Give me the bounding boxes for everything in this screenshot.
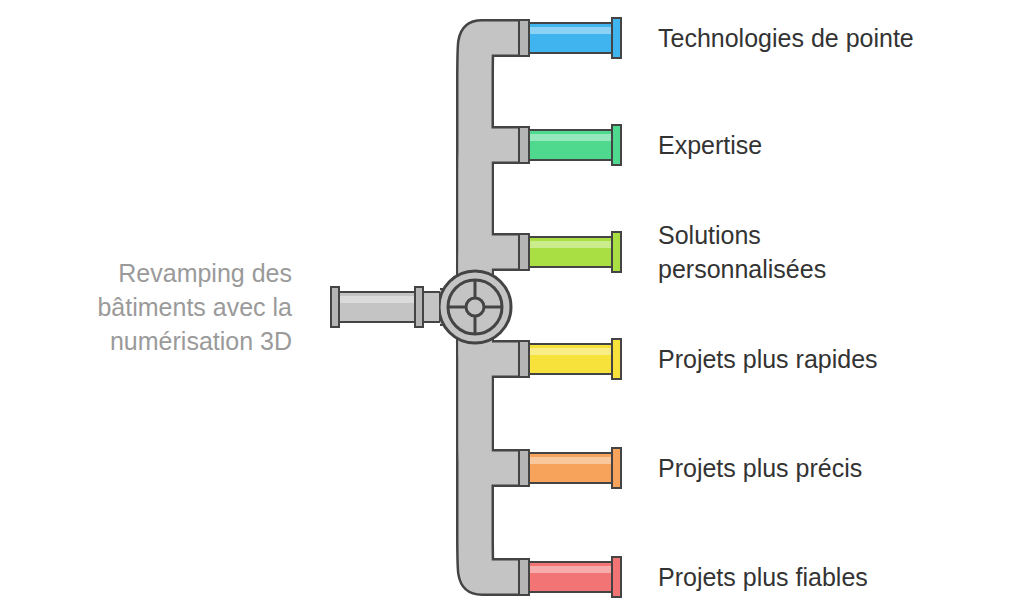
pipe-connector xyxy=(440,38,518,307)
pipe-shape xyxy=(518,556,622,598)
outlet-label: Solutions personnalisées xyxy=(658,218,888,286)
pipe-flange xyxy=(519,127,529,163)
pipe-flange xyxy=(519,234,529,270)
pipe-outline xyxy=(440,38,518,307)
outlet-pipe: Expertise xyxy=(518,124,622,166)
pipe-body xyxy=(339,292,415,322)
pipe-shape xyxy=(518,124,622,166)
pipe-body xyxy=(423,292,440,322)
outlet-pipe: Solutions personnalisées xyxy=(518,231,622,273)
outlet-label: Technologies de pointe xyxy=(658,21,914,55)
pipe-flange xyxy=(519,559,529,595)
pipe-shape xyxy=(518,231,622,273)
valve-ring xyxy=(448,280,502,334)
pipe-highlight xyxy=(530,241,612,248)
pipe-body xyxy=(529,23,613,53)
pipe-highlight xyxy=(530,457,612,464)
outlet-pipe: Projets plus fiables xyxy=(518,556,622,598)
outlet-label: Projets plus rapides xyxy=(658,342,878,376)
pipe-connector xyxy=(440,307,518,577)
valve-hub xyxy=(466,298,484,316)
outlet-pipe: Projets plus précis xyxy=(518,447,622,489)
pipe-body xyxy=(529,562,613,592)
pipe-highlight xyxy=(530,566,612,573)
pipe-highlight xyxy=(530,27,612,34)
pipe-end-flange xyxy=(612,18,621,58)
pipe-outline xyxy=(440,307,518,577)
pipe-body xyxy=(529,344,613,374)
pipe-shape xyxy=(518,447,622,489)
pipe-body xyxy=(529,453,613,483)
pipe-shape xyxy=(518,17,622,59)
pipe-end-flange xyxy=(612,339,621,379)
valve-body xyxy=(439,271,511,343)
pipe-body xyxy=(529,237,613,267)
inlet-pipe: Revamping des bâtiments avec la numérisa… xyxy=(330,286,440,328)
pipe-end-flange xyxy=(612,557,621,597)
source-label: Revamping des bâtiments avec la numérisa… xyxy=(52,256,292,358)
pipe-flange xyxy=(519,341,529,377)
outlet-label: Projets plus précis xyxy=(658,451,862,485)
pipe-flange xyxy=(519,20,529,56)
pipe-shape xyxy=(518,338,622,380)
pipe-flange xyxy=(415,287,423,327)
pipe-highlight xyxy=(340,296,414,303)
pipe-end-flange xyxy=(612,448,621,488)
outlet-pipe: Projets plus rapides xyxy=(518,338,622,380)
pipe-end-flange xyxy=(612,232,621,272)
pipe-flange xyxy=(519,450,529,486)
pipe-shape xyxy=(330,286,440,328)
outlet-label: Projets plus fiables xyxy=(658,560,868,594)
pipe-highlight xyxy=(530,134,612,141)
pipe-body xyxy=(529,130,613,160)
pipe-highlight xyxy=(530,348,612,355)
outlet-pipe: Technologies de pointe xyxy=(518,17,622,59)
pipe-end-flange xyxy=(612,125,621,165)
outlet-label: Expertise xyxy=(658,128,762,162)
pipe-flange xyxy=(331,287,339,327)
